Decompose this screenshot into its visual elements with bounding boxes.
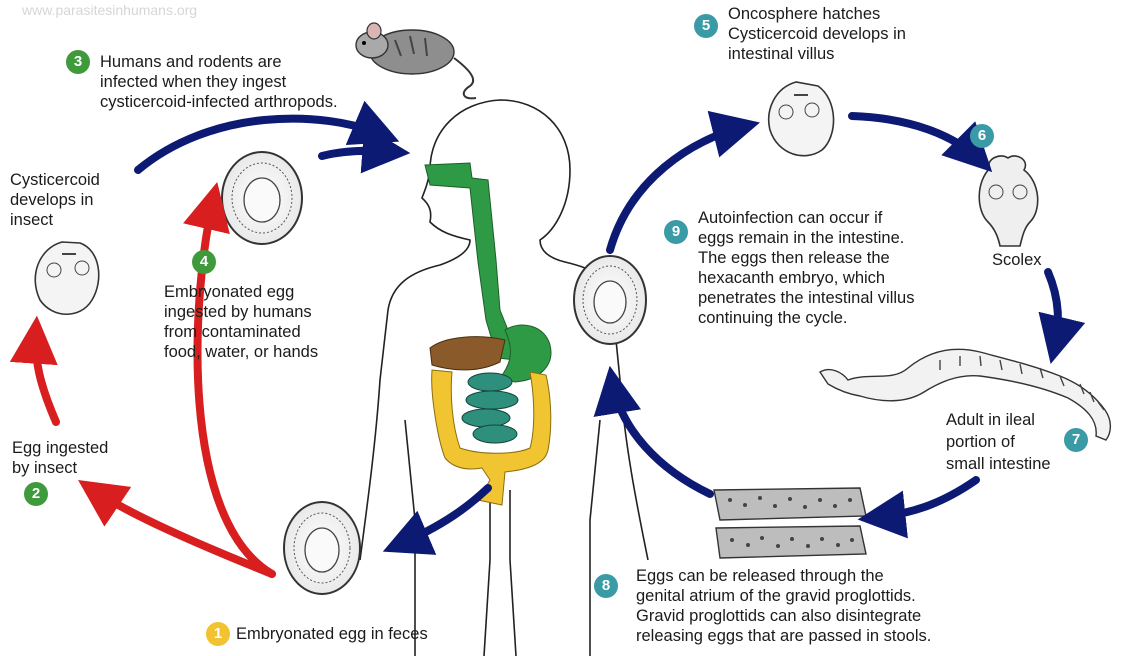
proglottid-icon: [714, 488, 866, 558]
arrow-7-to-8: [872, 480, 976, 518]
cysticercoid-icon: [35, 242, 98, 314]
arrow-4-to-human: [322, 151, 396, 156]
liver-shape: [430, 337, 505, 370]
rat-icon: [356, 23, 476, 98]
cysticercoid-insect-label: Cysticercoid develops in insect: [10, 170, 100, 230]
step-1-badge: 1: [206, 622, 230, 646]
arrow-1-to-2: [90, 488, 272, 574]
arrow-2-to-cysticercoid: [36, 330, 56, 422]
adult-label-line3: small intestine: [946, 454, 1051, 474]
egg-icon: [222, 152, 302, 244]
step-5-text: Oncosphere hatches Cysticercoid develops…: [728, 4, 906, 64]
step-8-text: Eggs can be released through the genital…: [636, 566, 931, 646]
step-3-text: Humans and rodents are infected when the…: [100, 52, 338, 112]
step-5-badge: 5: [694, 14, 718, 38]
cysticercoid-icon: [769, 82, 834, 156]
arrow-6-to-7: [1048, 272, 1058, 350]
arrow-human-to-egg1: [396, 488, 488, 546]
step-9-badge: 9: [664, 220, 688, 244]
step-6-badge: 6: [970, 124, 994, 148]
scolex-icon: [979, 156, 1037, 246]
small-intestine-shape: [462, 373, 518, 443]
step-7-badge: 7: [1064, 428, 1088, 452]
step-8-badge: 8: [594, 574, 618, 598]
egg-icon: [574, 256, 646, 344]
arrow-5-to-6: [852, 116, 982, 162]
adult-label-line2: portion of: [946, 432, 1015, 452]
step-1-text: Embryonated egg in feces: [236, 624, 428, 644]
step-3-badge: 3: [66, 50, 90, 74]
scolex-label: Scolex: [992, 250, 1042, 270]
egg-icon: [284, 502, 360, 594]
adult-label-line1: Adult in ileal: [946, 410, 1035, 430]
step-4-badge: 4: [192, 250, 216, 274]
step-9-text: Autoinfection can occur if eggs remain i…: [698, 208, 914, 328]
step-4-text: Embryonated egg ingested by humans from …: [164, 282, 318, 362]
step-2-text: Egg ingested by insect: [12, 438, 108, 478]
step-2-badge: 2: [24, 482, 48, 506]
